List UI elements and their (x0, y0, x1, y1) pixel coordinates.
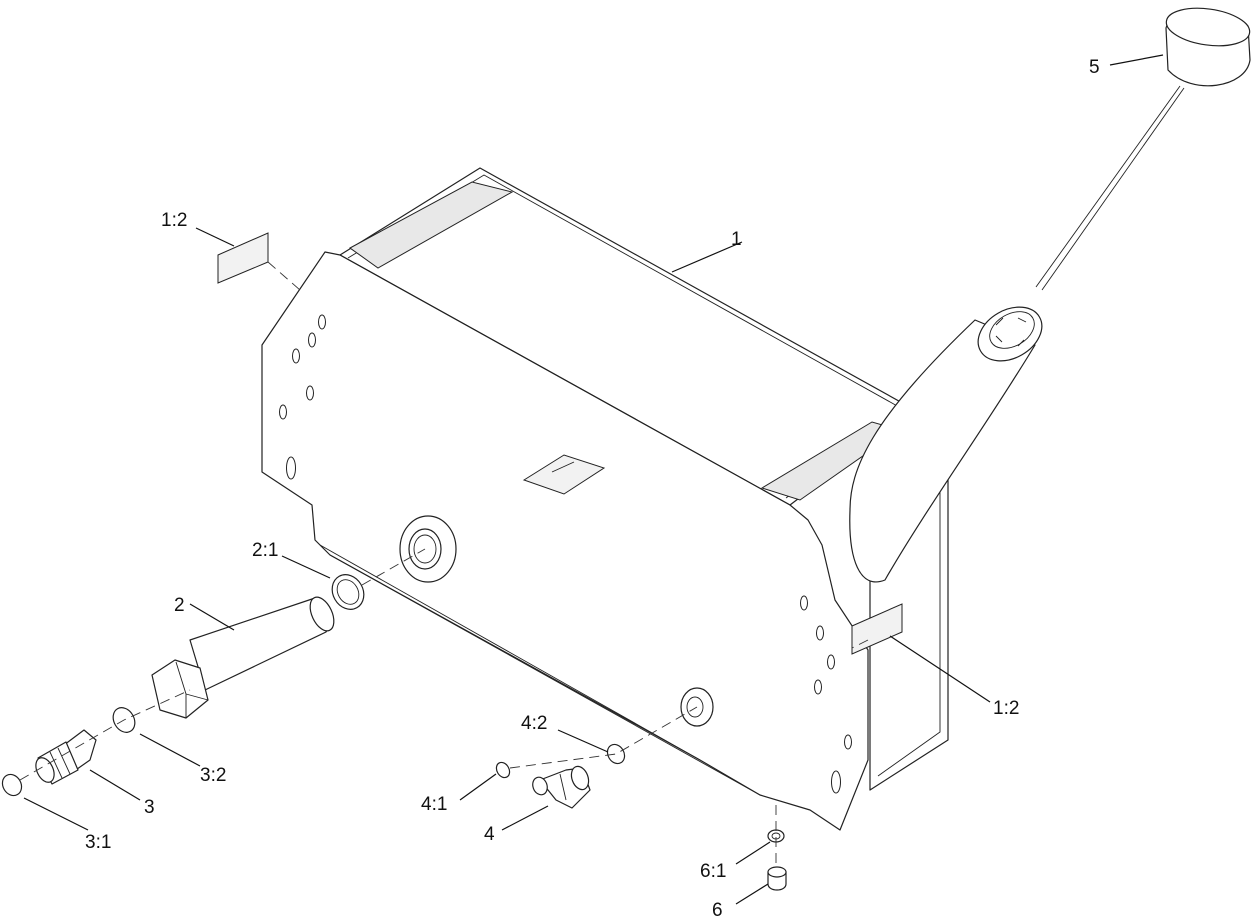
o-ring-2-1 (331, 574, 365, 610)
callout-4-2: 4:2 (521, 713, 547, 734)
callout-2-1: 2:1 (252, 540, 278, 561)
o-ring-3-1 (1, 773, 23, 797)
callout-3-2: 3:2 (200, 765, 226, 786)
part-5-dipstick-cap (1035, 7, 1251, 291)
callout-2: 2 (174, 595, 185, 616)
callout-3-1: 3:1 (85, 832, 111, 853)
callout-1-2-top: 1:2 (161, 210, 187, 231)
center-slot-plate (522, 454, 606, 495)
part-4-elbow-fitting (532, 765, 591, 809)
o-ring-4-1 (495, 761, 511, 779)
callout-6-1: 6:1 (700, 861, 726, 882)
callout-5: 5 (1089, 57, 1100, 78)
top-pad-left (349, 181, 514, 269)
callout-6: 6 (712, 900, 723, 921)
callout-1: 1 (731, 229, 742, 250)
callout-4: 4 (484, 824, 495, 845)
part-1-housing (261, 167, 1043, 831)
part-2-strainer (151, 596, 335, 719)
decal-top-left (217, 232, 269, 284)
callout-4-1: 4:1 (421, 794, 447, 815)
callout-3: 3 (144, 797, 155, 818)
part-6-drain-plug (767, 866, 787, 891)
callout-1-2-right: 1:2 (993, 698, 1019, 719)
part-3-fitting (35, 729, 97, 785)
o-ring-4-2 (606, 743, 626, 765)
